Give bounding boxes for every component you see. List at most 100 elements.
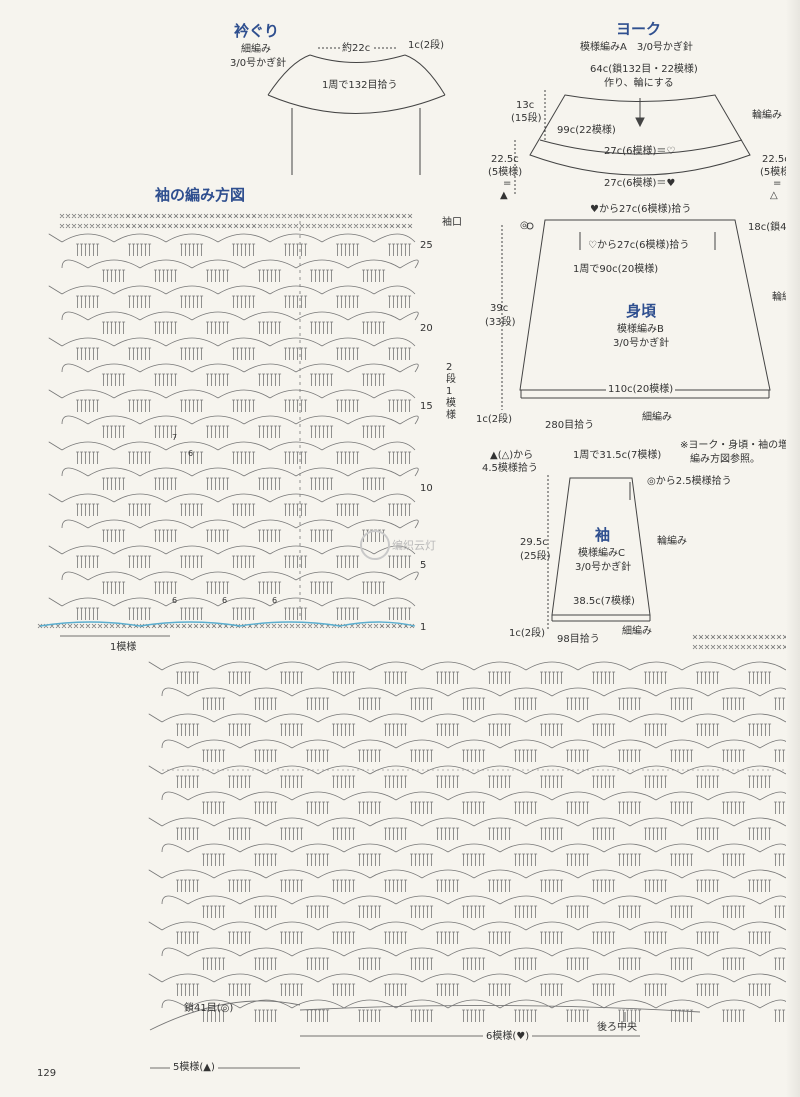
- watermark-text: 编织云灯: [392, 539, 436, 552]
- dc-stitch-row: [76, 451, 412, 464]
- chain-arch-row: [161, 947, 791, 957]
- body-circle-mark: ◎: [520, 220, 529, 231]
- neckline-title: 衿ぐり: [234, 22, 280, 40]
- yoke-height: 13c: [516, 100, 535, 111]
- page-number: 129: [37, 1068, 57, 1079]
- sc-stitch-row: [59, 213, 413, 219]
- inner-mark-2: 6: [188, 449, 194, 458]
- yoke-side-left-rows: (5模様): [488, 167, 523, 178]
- sleeve-pickup: 98目拾う: [557, 634, 600, 645]
- neckline-rows: 1c(2段): [408, 40, 445, 51]
- repeat-rows-5: 様: [446, 410, 456, 421]
- row-number-5: 5: [420, 560, 427, 571]
- dc-stitch-row: [76, 607, 412, 620]
- chain-arch-row: [61, 415, 419, 425]
- dc-stitch-row: [102, 269, 386, 282]
- body-bottom: 110c(20模様): [606, 384, 676, 396]
- row-number-10: 10: [420, 483, 433, 494]
- body-height-rows: (33段): [485, 317, 516, 328]
- chain-arch-row: [148, 869, 800, 879]
- chain-arch-row: [161, 895, 791, 905]
- chain-arch-row: [48, 493, 416, 503]
- yoke-chart-center: 後ろ中央: [597, 1022, 637, 1033]
- chain-arch-row: [48, 597, 416, 607]
- repeat-rows-2: 段: [446, 374, 456, 385]
- chain-arch-row: [48, 441, 416, 451]
- dc-stitch-row: [176, 879, 772, 892]
- dc-stitch-row: [102, 321, 386, 334]
- dc-stitch-row: [176, 723, 772, 736]
- sleeve-height: 29.5c: [520, 537, 548, 548]
- note-line-1: ※ヨーク・身頃・袖の増し: [680, 440, 799, 451]
- yoke-equal-right: =: [773, 178, 782, 189]
- body-pick-mid: ♡から27c(6模様)拾う: [588, 240, 690, 251]
- row-number-1: 1: [420, 622, 427, 633]
- dc-stitch-row: [76, 503, 412, 516]
- yoke-pattern: 模様編みA 3/0号かぎ針: [580, 42, 693, 53]
- yoke-inner: 99c(22模様): [557, 125, 616, 136]
- inner-mark-4: 6: [222, 596, 228, 605]
- foundation-chain: [149, 1000, 701, 1031]
- sleeve-from-circle: ◎から2.5模様拾う: [647, 476, 732, 487]
- chain-arch-row: [148, 921, 800, 931]
- dc-stitch-row: [76, 347, 412, 360]
- chain-arch-row: [61, 571, 419, 581]
- body-hook: 3/0号かぎ針: [613, 338, 670, 349]
- dc-stitch-row: [76, 555, 412, 568]
- yoke-mark-left: ▲: [500, 190, 508, 201]
- dc-stitch-row: [202, 697, 790, 710]
- dc-stitch-row: [202, 801, 790, 814]
- chain-arch-row: [148, 817, 800, 827]
- note-line-2: 編み方図参照。: [690, 454, 760, 465]
- sleeve-border: 細編み: [622, 626, 652, 637]
- chain-arch-row: [48, 233, 416, 243]
- yoke-mark-right: △: [770, 190, 778, 201]
- sleeve-stitch-chart: [37, 213, 419, 637]
- dc-stitch-row: [176, 983, 772, 996]
- chain-arch-row: [148, 765, 800, 775]
- yoke-title: ヨーク: [616, 20, 662, 38]
- sc-stitch-row: [692, 644, 788, 650]
- dc-stitch-row: [102, 373, 386, 386]
- yoke-chart-repeat-a: 5模様(▲): [170, 1062, 218, 1074]
- sleeve-bottom: 38.5c(7模様): [571, 596, 637, 608]
- chain-arch-row: [61, 259, 419, 269]
- sleeve-height-rows: (25段): [520, 551, 551, 562]
- yoke-side-right: 22.5c: [762, 154, 790, 165]
- chain-arch-row: [61, 519, 419, 529]
- dc-stitch-row: [76, 295, 412, 308]
- dc-stitch-row: [102, 477, 386, 490]
- dc-stitch-row: [176, 775, 772, 788]
- body-border: 細編み: [642, 412, 672, 423]
- body-border-rows: 1c(2段): [476, 414, 513, 425]
- sleeve-chart-repeat: 1模様: [110, 642, 137, 653]
- sc-stitch-row: [692, 634, 788, 640]
- yoke-side-left: 22.5c: [491, 154, 519, 165]
- dc-stitch-row: [102, 529, 386, 542]
- inner-mark-5: 6: [272, 596, 278, 605]
- body-height: 39c: [490, 303, 509, 314]
- yoke-chart-repeat-b: 6模様(♥): [483, 1031, 533, 1043]
- neckline-hook: 3/0号かぎ針: [230, 58, 287, 69]
- inner-mark-1: 7: [172, 433, 178, 442]
- binding-gutter: [786, 0, 800, 1097]
- chain-arch-row: [48, 285, 416, 295]
- neckline-pickup: 1周で132目拾う: [322, 80, 398, 91]
- sc-stitch-row: [59, 223, 413, 229]
- chain-arch-row: [161, 843, 791, 853]
- dc-stitch-row: [176, 931, 772, 944]
- sleeve-from-mark: ▲(△)から: [490, 450, 534, 461]
- yoke-equal-left: =: [503, 178, 512, 189]
- chain-arch-row: [148, 661, 800, 671]
- sleeve-chart-cuff: 袖口: [442, 217, 462, 228]
- yoke-chart-chain: 鎖41目(◎): [184, 1003, 234, 1014]
- yoke-back: 27c(6模様)＝♥: [604, 178, 676, 189]
- chain-arch-row: [161, 687, 791, 697]
- row-number-15: 15: [420, 401, 433, 412]
- dc-stitch-row: [202, 749, 790, 762]
- yoke-stitch-chart: [148, 634, 800, 1069]
- chain-arch-row: [48, 337, 416, 347]
- foundation-chain: [39, 621, 416, 627]
- repeat-rows-1: 2: [446, 362, 453, 373]
- body-right-edge: 18c(鎖41目): [748, 222, 800, 233]
